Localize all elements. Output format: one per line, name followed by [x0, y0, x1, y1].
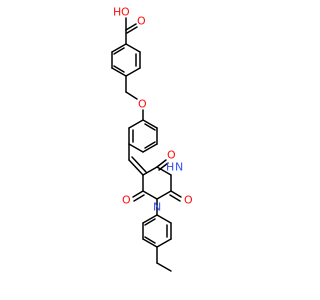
acid-c-o-double-bond-inner [126, 26, 138, 34]
n-aryl-label: N [153, 201, 161, 214]
carbonyl-bond-right-inner [169, 194, 181, 202]
ring-bond [111, 43, 127, 53]
carbonyl-bond-left-inner [133, 194, 145, 202]
ring-bond [128, 119, 144, 129]
carboxylic-acid-group [125, 17, 138, 45]
carbonyl-o-top-label: O [167, 149, 176, 162]
nh-h-label: H [166, 161, 174, 174]
ch-c-double-bond-inner [131, 156, 147, 173]
ring-bond-inner [144, 123, 156, 131]
structure-canvas: H O O O O N H O N O [111, 6, 193, 272]
phenoxy-ring [128, 119, 158, 153]
ring-bond-inner [144, 236, 156, 244]
ring-bond [111, 67, 127, 77]
ring-bond [142, 238, 158, 248]
ring-bond-inner [144, 141, 156, 149]
ethylphenyl-ring [142, 214, 172, 248]
ether-o-label: O [138, 98, 147, 111]
carbonyl-bond-left [132, 190, 144, 198]
ring-bond-inner [113, 47, 125, 55]
ring-bond [142, 119, 158, 129]
ring-bond [156, 166, 172, 176]
ethyl-group [156, 246, 172, 272]
ch-c-double-bond [128, 159, 144, 176]
ring-bond [156, 238, 172, 248]
nh-n-label: N [175, 161, 183, 174]
carbonyl-o-right-label: O [184, 194, 193, 207]
ch2-o-bond [125, 91, 138, 100]
carbonyl-bond-right [170, 190, 182, 198]
ring-bond [156, 190, 172, 200]
pyrimidinetrione-ring [132, 159, 182, 202]
ring-bond [142, 166, 158, 176]
acid-carbonyl-o-label: O [137, 15, 146, 28]
carbonyl-bond-top-inner [158, 162, 169, 171]
ring-bond [156, 214, 172, 224]
ring-bond [125, 67, 141, 77]
hydroxyl-o-label: O [121, 6, 130, 19]
ring-bond [142, 143, 158, 153]
ring-bond [142, 214, 158, 224]
ring-bond-inner [144, 218, 156, 226]
ring-bond-inner [113, 65, 125, 73]
carbonyl-o-left-label: O [122, 194, 131, 207]
ring-bond [125, 43, 141, 53]
ethyl-ch3-bond [156, 262, 172, 272]
carbonyl-bond-top [156, 159, 167, 168]
molecule-structure: H O O O O N H O N O [111, 6, 193, 272]
benzyl-ether-linker [125, 75, 144, 121]
ring-bond [128, 143, 144, 153]
acid-c-o-double-bond [125, 23, 137, 31]
methylidene-linker [128, 143, 147, 176]
benzoate-ring [111, 43, 141, 77]
hydroxyl-h-label: H [113, 6, 121, 19]
ring-bond [142, 190, 158, 200]
